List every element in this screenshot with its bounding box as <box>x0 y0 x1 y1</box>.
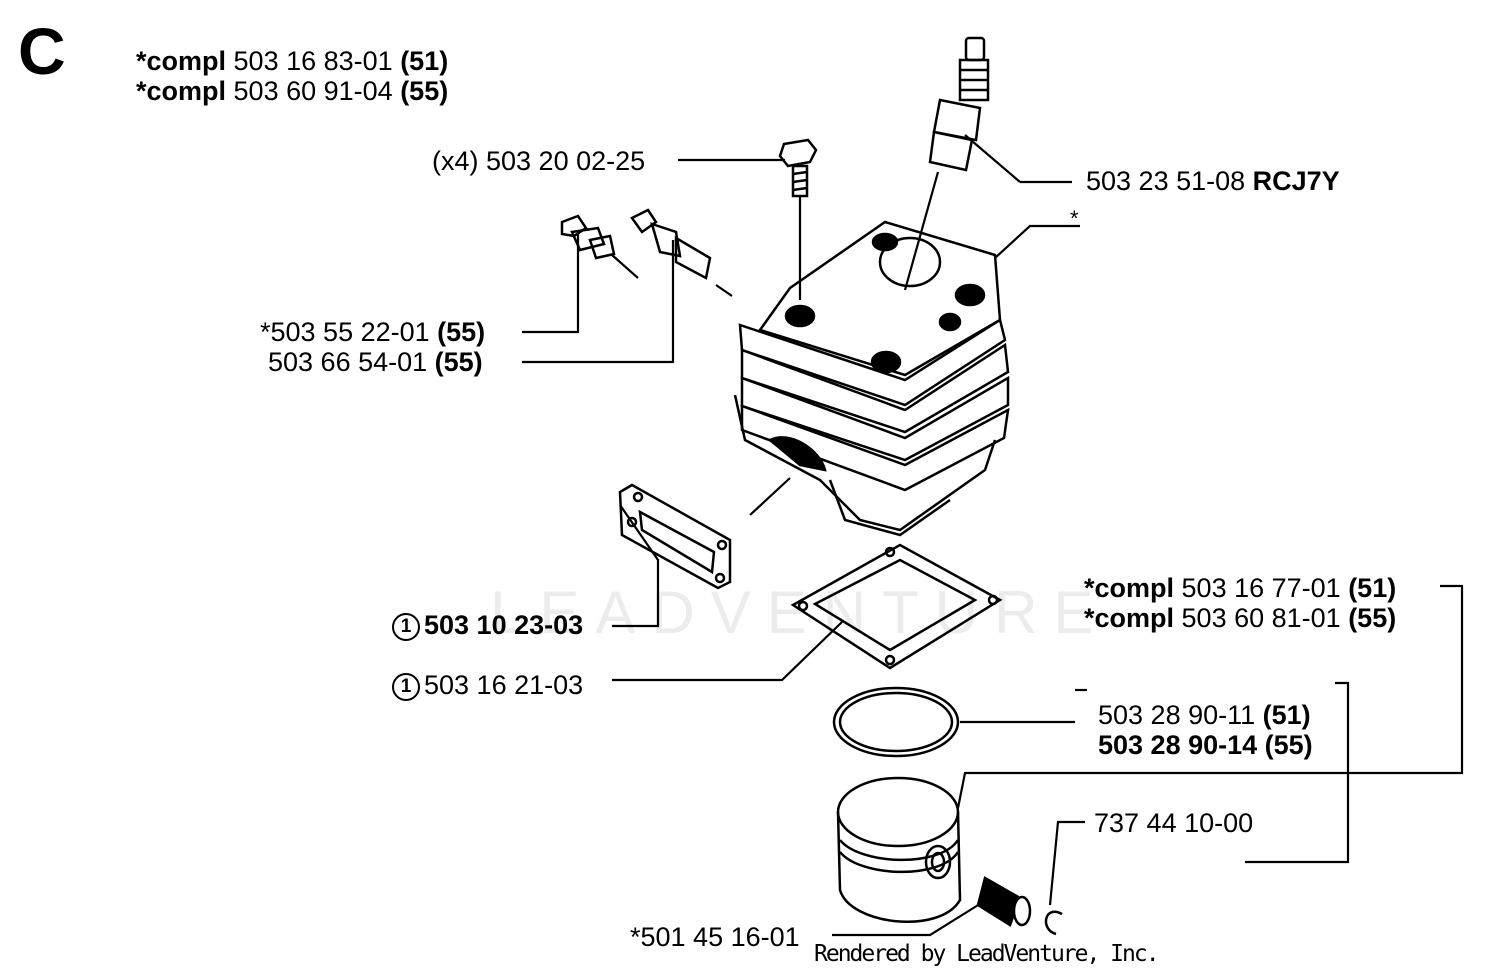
fitting <box>630 208 712 280</box>
label-piston-ring-55: 503 28 90-14 (55) <box>1098 730 1313 760</box>
label-cylinder-compl-51: *compl 503 16 83-01 (51) <box>136 46 449 76</box>
label-cylinder-star: * <box>1070 206 1079 231</box>
label-piston-compl-51: *compl 503 16 77-01 (51) <box>1084 573 1397 603</box>
label-spark-plug: 503 23 51-08 RCJ7Y <box>1086 166 1340 196</box>
label-decompression-valve: *503 55 22-01 (55) <box>260 317 486 347</box>
cylinder <box>733 220 1010 537</box>
needle-bearing <box>976 876 1032 927</box>
reference-marker: 1 <box>392 613 420 641</box>
piston <box>836 776 962 923</box>
reference-marker: 1 <box>392 673 420 701</box>
leader-lines <box>522 134 1464 937</box>
base-gasket <box>790 543 1003 670</box>
circlip <box>1044 910 1063 936</box>
label-piston-ring-51: 503 28 90-11 (51) <box>1098 700 1311 730</box>
watermark: LEADVENTURE <box>490 579 1110 646</box>
exhaust-gasket <box>618 483 732 590</box>
label-needle-bearing: *501 45 16-01 <box>630 922 800 952</box>
footer-credit: Rendered by LeadVenture, Inc. <box>814 941 1160 967</box>
bolt <box>778 138 818 198</box>
label-bolt: (x4) 503 20 02-25 <box>432 146 646 176</box>
decompression-valve <box>560 214 616 260</box>
label-cylinder-compl-55: *compl 503 60 91-04 (55) <box>136 76 449 106</box>
label-piston-compl-55: *compl 503 60 81-01 (55) <box>1084 603 1397 633</box>
section-letter: C <box>18 14 66 88</box>
label-fitting: 503 66 54-01 (55) <box>268 347 483 377</box>
spark-plug <box>928 36 990 172</box>
label-circlip: 737 44 10-00 <box>1094 808 1254 838</box>
piston-ring <box>832 686 960 758</box>
